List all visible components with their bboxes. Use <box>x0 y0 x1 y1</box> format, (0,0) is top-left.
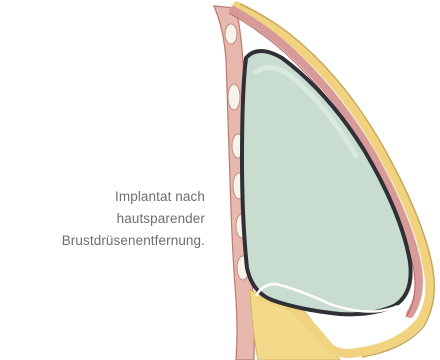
rib-2 <box>228 84 240 110</box>
rib-1 <box>225 24 237 44</box>
